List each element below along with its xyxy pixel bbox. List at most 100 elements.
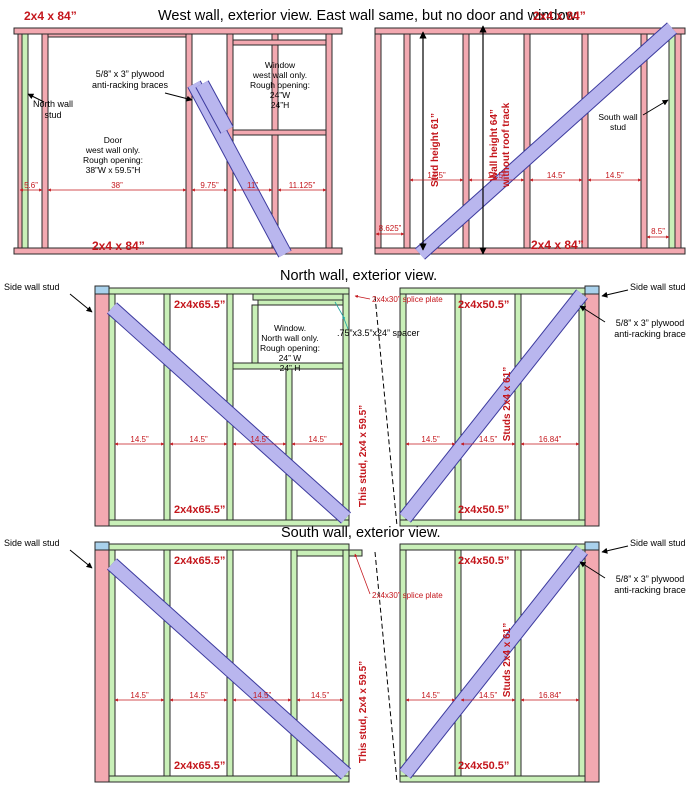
north-this-stud-label: This stud, 2x4 x 59.5”	[358, 405, 369, 507]
south-dim-left-2: 14.5”	[189, 691, 208, 700]
south-cut-line	[374, 551, 398, 783]
north-bottom-plate-left	[108, 519, 350, 527]
south-stud-r1	[399, 549, 407, 777]
south-bottom-plate-left	[108, 775, 350, 783]
west-dim-left-2: 38”	[111, 181, 123, 190]
south-splice-plate	[296, 549, 363, 557]
west-door-note-line-2: west wall only.	[85, 145, 140, 155]
south-dim-right-3: 16.84”	[539, 691, 562, 700]
south-brace-left-fill	[107, 559, 351, 779]
north-studs-label: Studs 2x4 x 61”	[502, 367, 513, 441]
north-dim-left-3: 14.5”	[250, 435, 269, 444]
west-right-stud-5	[640, 33, 648, 249]
west-end-stud-right-a	[374, 33, 382, 249]
south-bottom-left-label: 2x4x65.5”	[174, 760, 225, 772]
north-window-note-line-5: 24” H	[280, 363, 301, 373]
west-dim-left-4: 11”	[247, 181, 258, 190]
west-dim-right-3: 14.5”	[547, 171, 566, 180]
south-stud-r2	[454, 549, 462, 777]
north-dim-right-1: 14.5”	[421, 435, 440, 444]
north-brace-pointer	[579, 305, 606, 323]
south-dim-right-1: 14.5”	[421, 691, 440, 700]
west-top-plate-left	[13, 27, 343, 35]
north-dim-left-2: 14.5”	[189, 435, 208, 444]
north-dim-left-4: 14.5”	[308, 435, 327, 444]
north-splice-pointer	[354, 294, 371, 300]
west-dim-right-2: 14.5”	[487, 171, 506, 180]
south-stud-l3	[290, 549, 298, 777]
west-dim-left-5: 11.125”	[289, 181, 316, 190]
south-top-plate-right	[399, 543, 586, 551]
west-window-note-line-3: Rough opening:	[250, 80, 310, 90]
west-window-note-line-4: 24”W	[270, 90, 290, 100]
north-spacer-label: .75”x3.5”x24” spacer	[337, 328, 420, 338]
north-side-left-pointer	[69, 293, 93, 313]
west-brace-note-line-2: anti-racking braces	[92, 80, 169, 90]
north-window-note-line-4: 24” W	[279, 353, 302, 363]
north-stud-r4	[578, 293, 586, 521]
south-dim-left-4: 14.5”	[311, 691, 330, 700]
west-top-plate-right	[374, 27, 686, 35]
north-bottom-left-label: 2x4x65.5”	[174, 504, 225, 516]
south-side-left-pointer	[69, 549, 93, 569]
west-south-wall-stud-note-line-2: stud	[610, 122, 626, 132]
south-brace-right-fill	[399, 545, 588, 779]
south-brace-pointer	[579, 561, 606, 579]
south-side-right-label: Side wall stud	[630, 538, 686, 548]
west-door-note-line-4: 38”W x 59.5”H	[86, 165, 141, 175]
south-wall-title: South wall, exterior view.	[281, 525, 441, 541]
west-end-stud-right-b	[674, 33, 682, 249]
south-bottom-plate-right	[399, 775, 586, 783]
north-top-plate-left	[108, 287, 350, 295]
south-side-stud-right	[584, 549, 600, 783]
north-brace-note-line-1: 5/8” x 3” plywood	[616, 318, 685, 328]
north-bottom-plate-right	[399, 519, 586, 527]
north-dim-right-3: 16.84”	[539, 435, 562, 444]
north-this-stud	[342, 293, 350, 521]
west-bottom-plate-label-right: 2x4 x 84”	[531, 238, 584, 252]
west-window-note-line-1: Window	[265, 60, 296, 70]
north-side-right-label: Side wall stud	[630, 282, 686, 292]
south-brace-note-line-2: anti-racking brace	[614, 585, 686, 595]
west-south-wall-stud	[668, 33, 676, 249]
west-right-stud-4	[581, 33, 589, 249]
north-stud-r3	[514, 293, 522, 521]
west-bottom-plate-label-left: 2x4 x 84”	[92, 239, 145, 253]
north-side-right-pointer	[601, 289, 629, 298]
south-top-right-label: 2x4x50.5”	[458, 555, 509, 567]
west-dim-right-1: 14.5”	[427, 171, 446, 180]
west-end-stud-left	[17, 33, 23, 249]
west-brace-note-line-1: 5/8” x 3” plywood	[96, 69, 165, 79]
north-cripple-stud	[285, 368, 293, 521]
west-window-note-line-2: west wall only.	[252, 70, 307, 80]
south-side-left-label: Side wall stud	[4, 538, 60, 548]
west-brace-right-fill	[415, 23, 677, 259]
north-stud-r2	[454, 293, 462, 521]
west-north-wall-stud-note-line-2: stud	[44, 110, 61, 120]
west-brace-pointer	[164, 92, 193, 102]
north-side-stud-right	[584, 293, 600, 527]
west-top-plate-label-right: 2x4 x 84”	[533, 9, 586, 23]
west-stud-2	[185, 33, 193, 249]
north-side-left-label: Side wall stud	[4, 282, 60, 292]
north-top-left-label: 2x4x65.5”	[174, 299, 225, 311]
south-top-left-label: 2x4x65.5”	[174, 555, 225, 567]
north-splice-label: 2x4x30” splice plate	[372, 295, 443, 304]
north-side-stud-cap-right	[584, 285, 600, 295]
west-dim-8625: 8.625”	[379, 224, 402, 233]
west-window-note-line-5: 24”H	[271, 100, 289, 110]
south-side-stud-left	[94, 549, 110, 783]
north-stud-l1	[163, 293, 171, 521]
north-window-note-line-3: Rough opening:	[260, 343, 320, 353]
west-bottom-plate-left	[13, 247, 343, 255]
west-door-note-line-1: Door	[104, 135, 123, 145]
south-this-stud	[342, 549, 350, 777]
south-stud-l1	[163, 549, 171, 777]
west-south-stud-pointer	[642, 99, 669, 116]
west-stud-1	[41, 33, 49, 249]
north-spacer-pointer-2	[342, 315, 349, 330]
west-right-stud-3	[523, 33, 531, 249]
north-stud-l0	[108, 293, 116, 521]
north-bottom-right-label: 2x4x50.5”	[458, 504, 509, 516]
